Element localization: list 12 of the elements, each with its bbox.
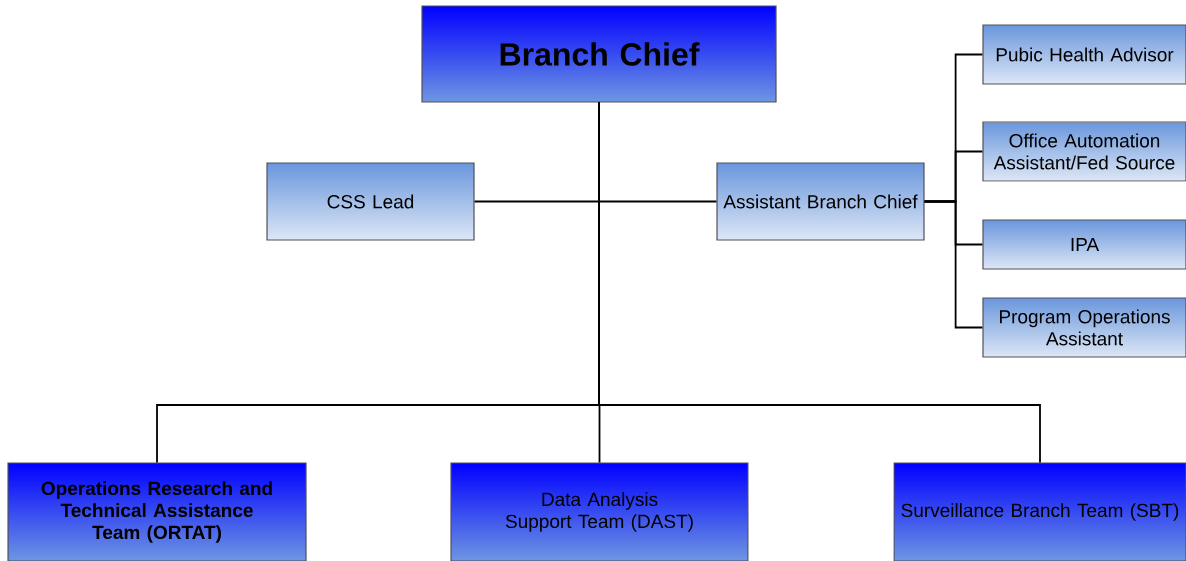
org-box: Surveillance Branch Team (SBT)	[893, 462, 1186, 561]
connector-line	[923, 200, 984, 329]
org-box: CSS Lead	[266, 162, 475, 241]
org-box: Pubic Health Advisor	[982, 24, 1186, 85]
org-box: IPA	[982, 219, 1186, 270]
org-box: Assistant Branch Chief	[716, 162, 925, 241]
org-box: Data Analysis Support Team (DAST)	[450, 462, 749, 561]
org-box: Program Operations Assistant	[982, 297, 1186, 358]
org-box: Office Automation Assistant/Fed Source	[982, 121, 1186, 182]
org-box: Branch Chief	[421, 5, 777, 103]
org-box: Operations Research and Technical Assistance Team (ORTAT)	[7, 462, 307, 561]
connector-line	[598, 101, 1041, 464]
